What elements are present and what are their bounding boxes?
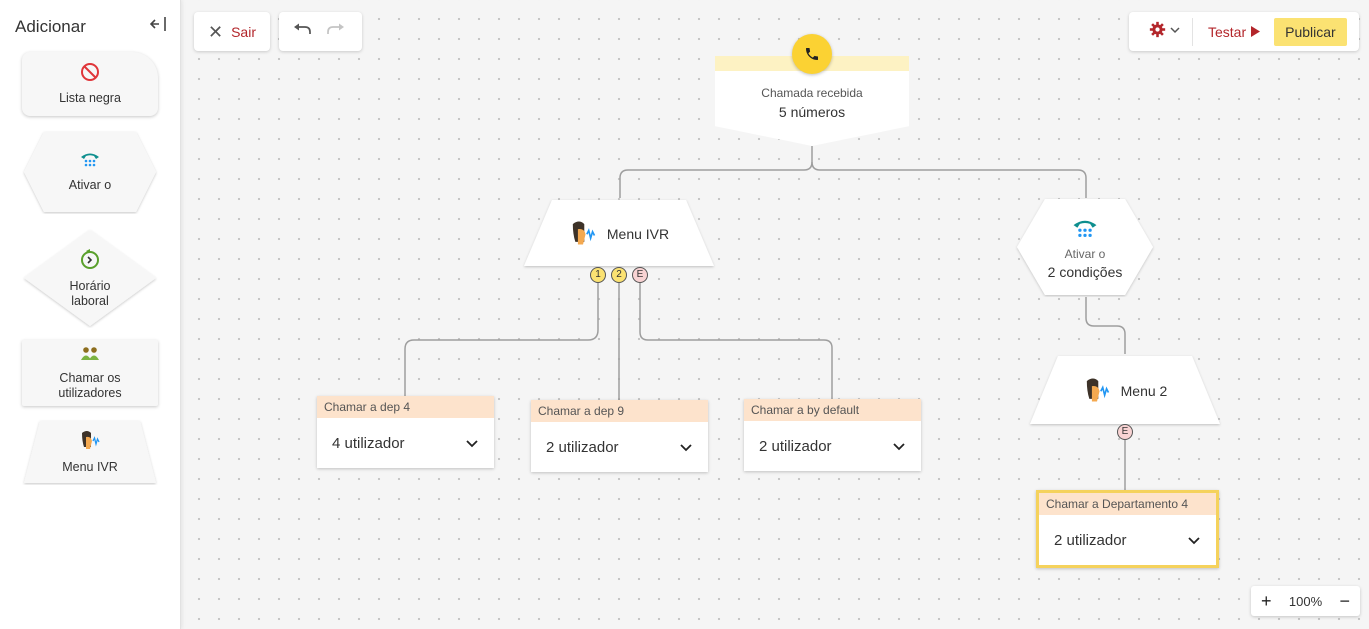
users-count: 2 utilizador (1054, 531, 1127, 549)
users-icon (79, 346, 101, 366)
zoom-out-button[interactable]: − (1339, 591, 1350, 611)
zoom-control: + 100% − (1251, 586, 1360, 616)
palette-item-label: Ativar o (68, 178, 112, 192)
block-icon (80, 62, 100, 86)
users-count: 4 utilizador (332, 434, 405, 452)
activate-label: Ativar o (1064, 246, 1106, 261)
users-count: 2 utilizador (759, 437, 832, 455)
activate-value: 2 condições (1047, 263, 1123, 280)
test-button[interactable]: Testar (1208, 23, 1261, 40)
phone-icon (792, 34, 832, 74)
palette-item-label: Horário laboral (69, 278, 111, 308)
clock-icon (79, 248, 101, 274)
ivr-agent-icon (1083, 376, 1111, 407)
ivr-agent-icon (569, 219, 597, 250)
palette-item-label: Chamar os utilizadores (58, 370, 122, 400)
users-dropdown[interactable]: 2 utilizador (744, 421, 921, 471)
palette-item-ivr-menu[interactable]: Menu IVR (22, 419, 158, 485)
palette-item-label: Menu IVR (62, 460, 118, 474)
menu-2-node[interactable]: Menu 2 (1028, 354, 1222, 428)
test-label: Testar (1208, 23, 1247, 40)
palette-item-call-users[interactable]: Chamar os utilizadores (22, 340, 158, 406)
actions-toolbar: Testar Publicar (1129, 12, 1359, 51)
call-card-default[interactable]: Chamar a by default 2 utilizador (744, 399, 921, 471)
users-dropdown[interactable]: 2 utilizador (531, 422, 708, 472)
option-badge-else[interactable]: E (632, 267, 648, 283)
ivr-agent-icon (79, 429, 101, 455)
settings-dropdown[interactable] (1149, 21, 1180, 43)
call-received-label: Chamada recebida (761, 86, 863, 100)
menu-ivr-label: Menu IVR (606, 226, 670, 242)
exit-label: Sair (231, 23, 256, 40)
users-dropdown[interactable]: 2 utilizador (1039, 515, 1216, 565)
option-badge-2[interactable]: 2 (611, 267, 627, 283)
palette-item-business-hours[interactable]: Horário laboral (22, 228, 158, 328)
play-icon (1251, 24, 1261, 40)
palette-item-activate[interactable]: Ativar o (22, 130, 158, 214)
zoom-in-button[interactable]: + (1261, 591, 1272, 611)
chevron-down-icon (680, 439, 692, 456)
add-sidebar: Adicionar Lista negra Ativar o (0, 0, 181, 629)
redo-icon[interactable] (325, 21, 345, 42)
gear-icon (1149, 21, 1166, 43)
menu-2-label: Menu 2 (1120, 383, 1168, 399)
activate-node[interactable]: Ativar o 2 condições (1015, 197, 1155, 297)
call-card-dep9[interactable]: Chamar a dep 9 2 utilizador (531, 400, 708, 472)
history-toolbar (279, 12, 362, 51)
option-badge-1[interactable]: 1 (590, 267, 606, 283)
chevron-down-icon (893, 438, 905, 455)
call-card-title: Chamar a Departamento 4 (1039, 493, 1216, 515)
zoom-level: 100% (1288, 593, 1323, 609)
palette-item-label: Lista negra (59, 91, 121, 105)
close-icon: ✕ (208, 21, 224, 42)
menu-ivr-node[interactable]: Menu IVR (522, 198, 716, 270)
chevron-down-icon (466, 435, 478, 452)
call-card-title: Chamar a dep 4 (317, 396, 494, 418)
exit-button[interactable]: ✕ Sair (208, 23, 256, 41)
toolbar-divider (1192, 17, 1193, 46)
sidebar-title: Adicionar (15, 17, 86, 36)
users-dropdown[interactable]: 4 utilizador (317, 418, 494, 468)
call-card-title: Chamar a dep 9 (531, 400, 708, 422)
users-count: 2 utilizador (546, 438, 619, 456)
chevron-down-icon (1188, 532, 1200, 549)
collapse-left-icon[interactable] (149, 16, 169, 36)
publish-button[interactable]: Publicar (1274, 17, 1347, 46)
call-card-departamento-4[interactable]: Chamar a Departamento 4 2 utilizador (1036, 490, 1219, 568)
chevron-down-icon (1170, 26, 1180, 37)
exit-toolbar: ✕ Sair (194, 12, 270, 51)
call-card-dep4[interactable]: Chamar a dep 4 4 utilizador (317, 396, 494, 468)
dialpad-phone-icon (79, 151, 101, 173)
palette-item-blacklist[interactable]: Lista negra (22, 52, 158, 116)
dialpad-phone-icon (1071, 217, 1099, 244)
option-badge-else[interactable]: E (1117, 424, 1133, 440)
call-received-value: 5 números (778, 104, 846, 120)
undo-icon[interactable] (293, 21, 313, 42)
call-card-title: Chamar a by default (744, 399, 921, 421)
